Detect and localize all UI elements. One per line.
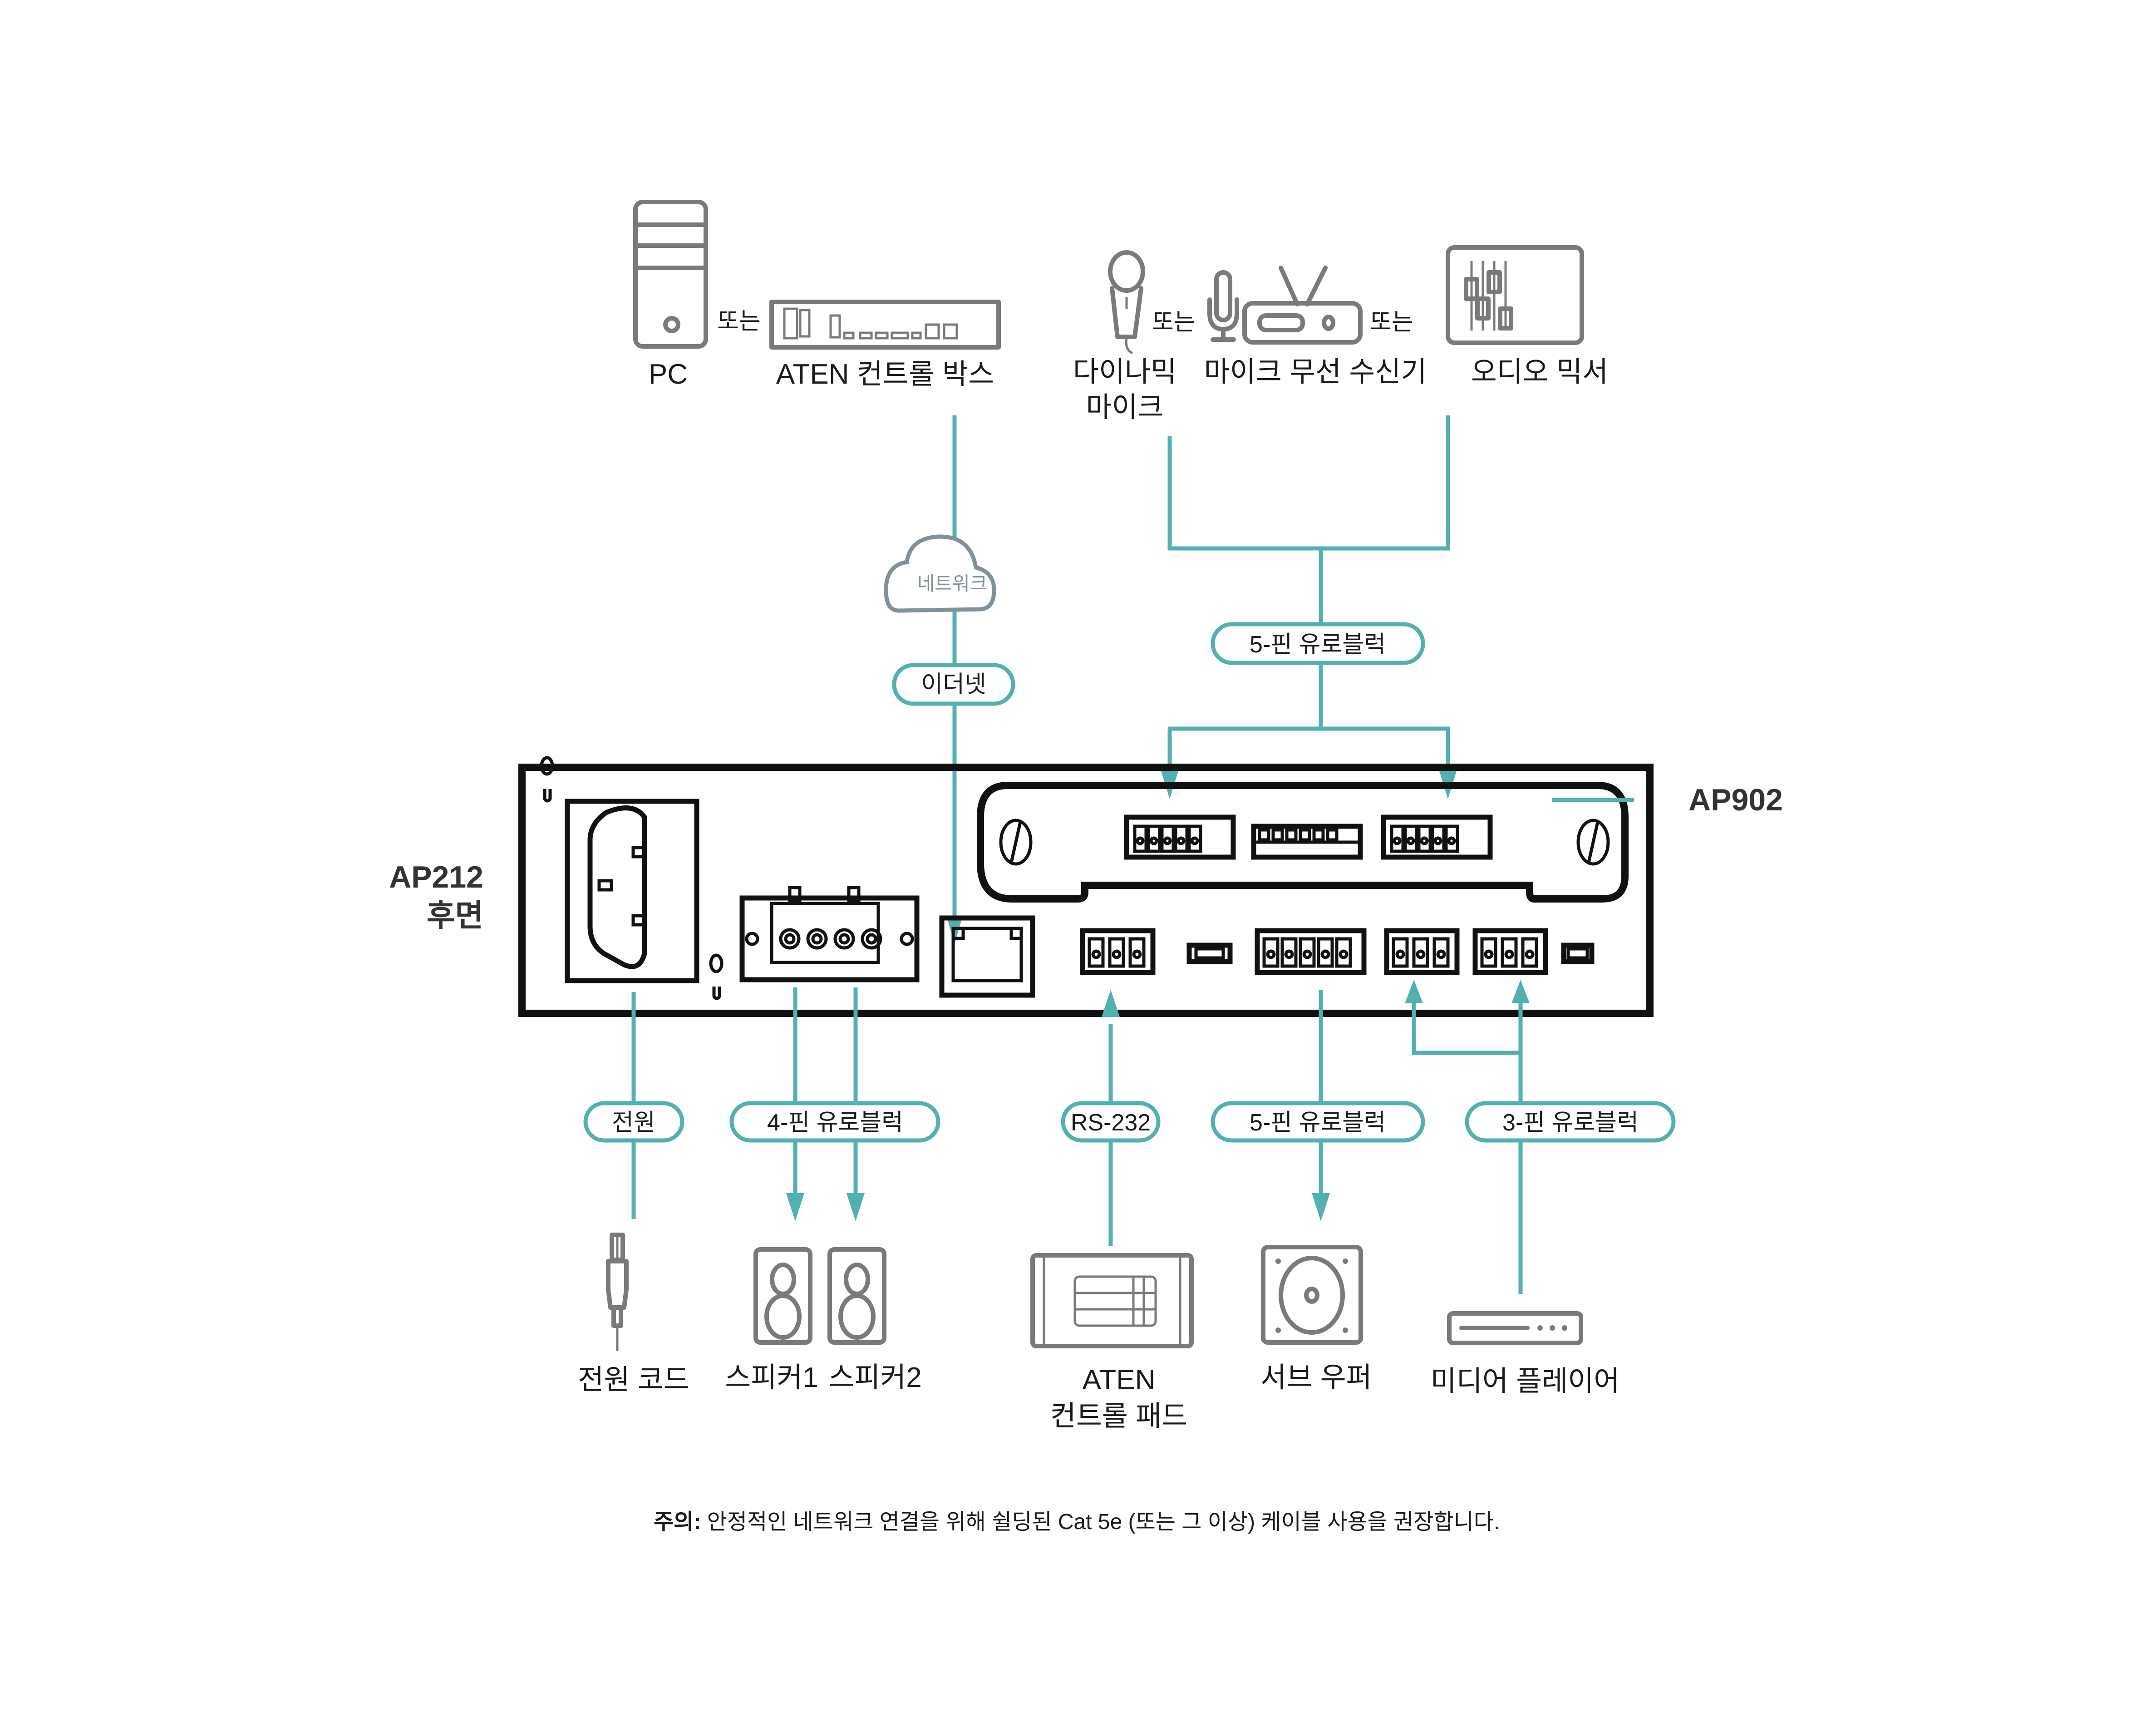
pc-label: PC (649, 359, 688, 390)
ap212-subtitle-label: 후면 (427, 898, 483, 933)
audio-input-connection (1161, 415, 1457, 799)
network-cloud-icon (884, 534, 996, 613)
five-pin-euroblock-port (1124, 814, 1236, 860)
cable-note: 주의: 안정적인 네트워크 연결을 위해 쉴딩된 Cat 5e (또는 그 이상… (654, 1510, 1500, 1534)
four-pin-pill (729, 1101, 940, 1143)
arrow-down-icon (1312, 1193, 1330, 1221)
power-cord-label: 전원 코드 (578, 1364, 689, 1396)
subwoofer-icon (1261, 1245, 1363, 1345)
three-pin-connection (1405, 980, 1530, 1294)
media-player-label: 미디어 플레이어 (1431, 1366, 1620, 1397)
slide-switch (1561, 942, 1595, 964)
wireless-receiver-icon (1242, 266, 1363, 345)
ap902-model-label: AP902 (1688, 783, 1783, 817)
rs232-connector-label: RS-232 (1071, 1110, 1151, 1136)
slide-switch (1186, 942, 1233, 964)
speaker1-label: 스피커1 (725, 1362, 818, 1393)
control-pad-label-2: 컨트롤 패드 (1050, 1401, 1187, 1432)
audio-mixer-label: 오디오 믹서 (1471, 356, 1608, 388)
three-pin-pill (1465, 1101, 1676, 1143)
five-pin-output-label: 5-핀 유로블럭 (1250, 1110, 1386, 1136)
four-pin-connector-label: 4-핀 유로블럭 (767, 1110, 903, 1136)
ap212-model-label: AP212 (389, 860, 483, 894)
three-pin-connector-label: 3-핀 유로블럭 (1502, 1110, 1639, 1136)
desk-microphone-icon (1207, 270, 1239, 342)
five-pin-input-pill (1211, 622, 1425, 665)
or-label: 또는 (717, 308, 761, 335)
dynamic-mic-label: 다이나믹 (1073, 356, 1176, 388)
media-player-icon (1447, 1311, 1583, 1345)
three-pin-port-1 (1384, 928, 1460, 975)
ethernet-pill (892, 663, 1015, 706)
screw-icon (999, 819, 1033, 866)
pc-tower-icon (633, 200, 708, 349)
speaker2-label: 스피커2 (828, 1362, 922, 1393)
four-pin-euroblock-port (739, 886, 920, 982)
control-pad-icon (1030, 1253, 1194, 1348)
control-pad-label: ATEN (1083, 1364, 1156, 1396)
ethernet-label: 이더넷 (921, 671, 986, 698)
rs232-pill (1061, 1101, 1161, 1143)
control-box-icon (769, 300, 1001, 350)
screw-icon (1576, 819, 1610, 866)
dip-switch (1251, 824, 1363, 860)
arrow-up-icon (1102, 990, 1120, 1017)
five-pin-output-port (1255, 928, 1367, 975)
ethernet-connection (947, 415, 962, 944)
five-pin-input-label: 5-핀 유로블럭 (1250, 632, 1386, 658)
ap902-module (977, 782, 1629, 903)
keyhole-icon (709, 953, 724, 1000)
speaker-icon (753, 1247, 812, 1345)
power-inlet (565, 799, 699, 983)
note-text: 안정적인 네트워크 연결을 위해 쉴딩된 Cat 5e (또는 그 이상) 케이… (701, 1510, 1500, 1534)
rs232-port (1080, 928, 1156, 975)
arrow-down-icon (786, 1193, 804, 1221)
speaker-icon (827, 1247, 886, 1345)
dynamic-microphone-icon (1108, 250, 1145, 355)
ap212-rear-panel (518, 756, 1654, 1017)
terminal-pins (1133, 824, 1202, 853)
subwoofer-label: 서브 우퍼 (1260, 1362, 1372, 1393)
wireless-receiver-label: 마이크 무선 수신기 (1204, 356, 1427, 388)
arrow-up-icon (1405, 980, 1423, 1003)
arrow-up-icon (1511, 980, 1530, 1003)
audio-mixer-icon (1446, 245, 1584, 345)
or-label: 또는 (1370, 309, 1413, 336)
note-prefix: 주의: (654, 1510, 701, 1534)
or-label: 또는 (1152, 309, 1196, 336)
dynamic-mic-label-2: 마이크 (1086, 392, 1163, 423)
five-pin-euroblock-port (1381, 814, 1493, 860)
power-connector-label: 전원 (612, 1110, 655, 1136)
power-pill (583, 1101, 684, 1143)
arrow-down-icon (847, 1193, 865, 1221)
network-label: 네트워크 (917, 573, 988, 594)
keyhole-icon (540, 756, 554, 803)
ethernet-port (939, 915, 1035, 998)
five-pin-output-pill (1211, 1101, 1425, 1143)
power-plug-icon (606, 1233, 629, 1351)
control-box-label: ATEN 컨트롤 박스 (776, 359, 994, 390)
three-pin-port-2 (1472, 928, 1548, 975)
